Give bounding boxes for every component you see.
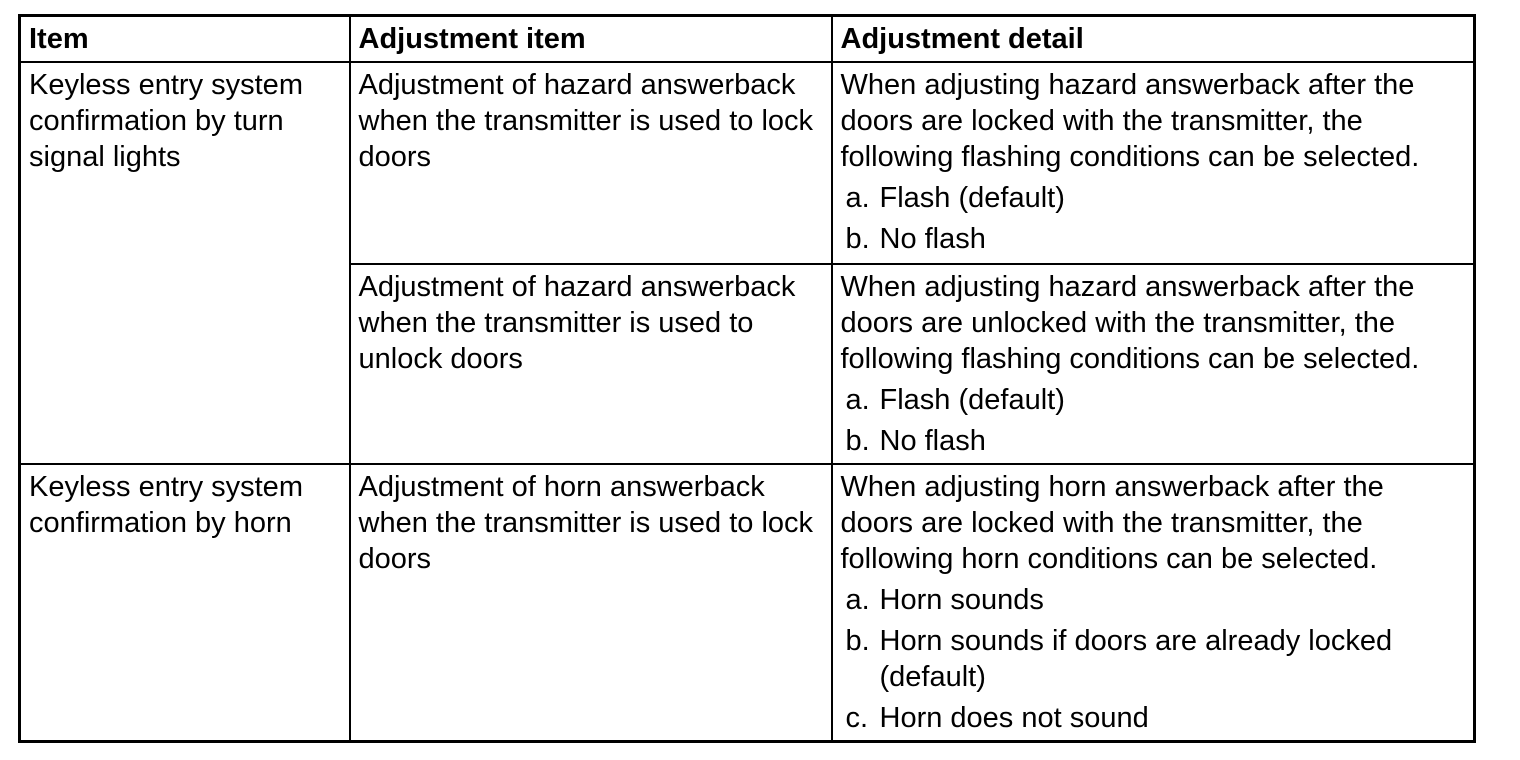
adjustment-item-text: Adjustment of hazard answerback when the… — [358, 69, 814, 173]
option-text: Flash (default) — [879, 384, 1065, 416]
column-header-adjustment-item: Adjustment item — [348, 14, 833, 63]
option-marker: b. — [845, 625, 870, 657]
adjustment-detail-text: When adjusting hazard answerback after t… — [840, 271, 1420, 375]
adjustment-item-text: Adjustment of hazard answerback when the… — [358, 271, 796, 375]
header-row: Item Adjustment item Adjustment detail — [18, 14, 1476, 63]
item-cell: Keyless entry system confirmation by hor… — [18, 463, 351, 743]
adjustment-detail-cell: When adjusting hazard answerback after t… — [830, 61, 1476, 265]
adjustment-item-text: Adjustment of horn answerback when the t… — [358, 471, 814, 575]
table-row: Adjustment of hazard answerback when the… — [20, 263, 1476, 465]
column-header-item: Item — [18, 14, 351, 63]
adjustment-detail-cell: When adjusting hazard answerback after t… — [830, 263, 1476, 465]
adjustment-detail-cell: When adjusting horn answerback after the… — [830, 463, 1476, 743]
option-item: a. Flash (default) — [841, 382, 1466, 418]
option-item: b. No flash — [841, 221, 1466, 257]
option-item: b. No flash — [841, 423, 1466, 459]
option-item: c. Horn does not sound — [841, 700, 1466, 736]
option-item: a. Horn sounds — [841, 582, 1466, 618]
adjustment-detail-text: When adjusting horn answerback after the… — [840, 471, 1384, 575]
adjustment-item-cell: Adjustment of hazard answerback when the… — [348, 263, 833, 465]
adjustment-item-cell: Adjustment of horn answerback when the t… — [348, 463, 833, 743]
option-item: a. Flash (default) — [841, 180, 1466, 216]
option-item: b. Horn sounds if doors are already lock… — [841, 623, 1466, 695]
option-marker: c. — [845, 702, 869, 734]
option-marker: a. — [845, 584, 870, 616]
column-header-adjustment-detail: Adjustment detail — [830, 14, 1476, 63]
adjustment-table: Item Adjustment item Adjustment detail K… — [18, 14, 1476, 743]
adjustment-detail-text: When adjusting hazard answerback after t… — [840, 69, 1420, 173]
item-cell: Keyless entry system confirmation by tur… — [18, 61, 351, 465]
table-row: Keyless entry system confirmation by hor… — [18, 463, 1476, 743]
option-text: Horn sounds — [879, 584, 1044, 616]
option-marker: b. — [845, 425, 870, 457]
table-row: Keyless entry system confirmation by tur… — [18, 61, 1476, 465]
option-text: Horn sounds if doors are already locked … — [879, 625, 1393, 693]
item-text: Keyless entry system confirmation by hor… — [29, 471, 303, 539]
option-text: No flash — [879, 425, 986, 457]
option-text: Horn does not sound — [879, 702, 1149, 734]
option-marker: a. — [845, 384, 870, 416]
option-marker: a. — [845, 182, 870, 214]
adjustment-item-cell: Adjustment of hazard answerback when the… — [348, 61, 833, 265]
option-marker: b. — [845, 223, 870, 255]
option-text: Flash (default) — [879, 182, 1065, 214]
option-text: No flash — [879, 223, 986, 255]
item-text: Keyless entry system confirmation by tur… — [29, 69, 303, 173]
